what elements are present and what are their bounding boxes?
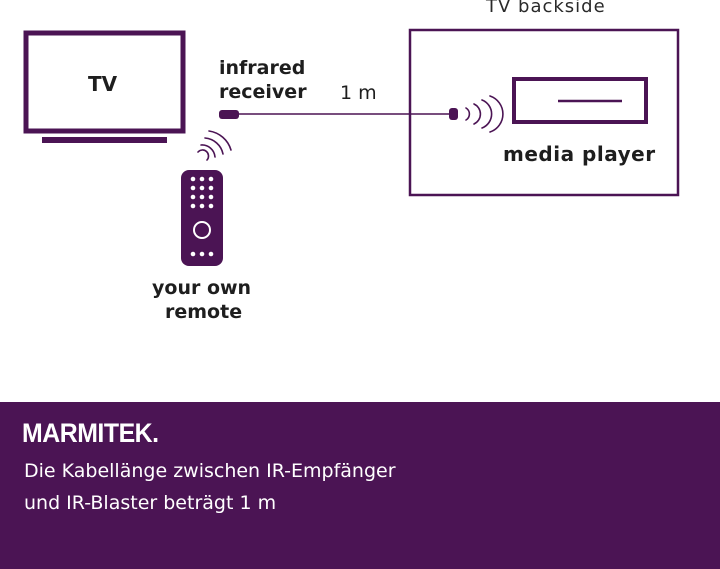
media-player-label: media player <box>503 142 656 166</box>
media-player-icon <box>512 77 648 124</box>
ir-receiver-label-line1: infrared <box>219 57 306 79</box>
tv-backside-label: TV backside <box>486 0 606 17</box>
remote-label-line2: remote <box>165 301 243 323</box>
ir-receiver-label-line2: receiver <box>219 81 307 103</box>
footer-banner: MARMITEK. Die Kabellänge zwischen IR-Emp… <box>0 402 720 569</box>
ir-receiver-icon <box>219 110 239 119</box>
footer-caption-line1: Die Kabellänge zwischen IR-Empfänger <box>24 460 396 482</box>
connection-diagram: TV backside TV infrared receiver 1 m med… <box>23 0 680 323</box>
brand-logo: MARMITEK. <box>22 418 159 448</box>
remote-signal-waves-icon <box>197 130 232 161</box>
cable-length-label: 1 m <box>340 82 377 104</box>
tv-icon <box>23 30 186 143</box>
remote-control-icon <box>181 170 223 266</box>
tv-label: TV <box>88 72 118 96</box>
remote-label-line1: your own <box>152 277 252 299</box>
ir-blaster-waves-icon <box>465 95 504 133</box>
diagram-graphics <box>23 28 680 266</box>
ir-blaster-icon <box>449 108 458 120</box>
tv-backside-box <box>408 28 680 197</box>
footer-caption-line2: und IR-Blaster beträgt 1 m <box>24 492 277 514</box>
